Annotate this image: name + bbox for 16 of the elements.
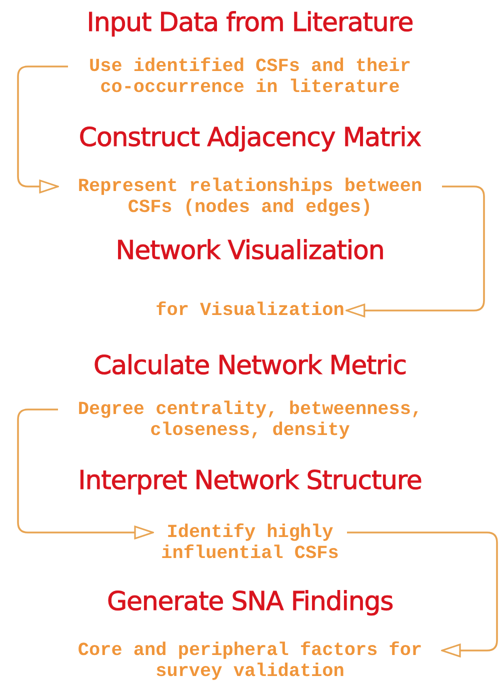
arrow	[17, 66, 68, 194]
step-heading: Interpret Network Structure	[78, 466, 422, 496]
arrow	[347, 532, 498, 658]
step-heading: Generate SNA Findings	[106, 587, 394, 617]
arrow	[346, 186, 485, 318]
step-description: for Visualization	[156, 300, 344, 321]
step-heading: Network Visualization	[116, 236, 384, 266]
step-heading: Calculate Network Metric	[94, 351, 406, 381]
step-description: Degree centrality, betweenness, closeness, density	[60, 399, 440, 441]
step-heading: Construct Adjacency Matrix	[78, 123, 422, 153]
step-description: Identify highly influential CSFs	[155, 522, 345, 564]
step-heading: Input Data from Literature	[86, 8, 414, 38]
step-description: Represent relationships between CSFs (nodes and edges)	[60, 176, 440, 218]
step-description: Core and peripheral factors for survey validation	[60, 640, 440, 681]
arrow	[17, 408, 154, 540]
step-description: Use identified CSFs and their co-occurrence in literature	[70, 56, 430, 98]
